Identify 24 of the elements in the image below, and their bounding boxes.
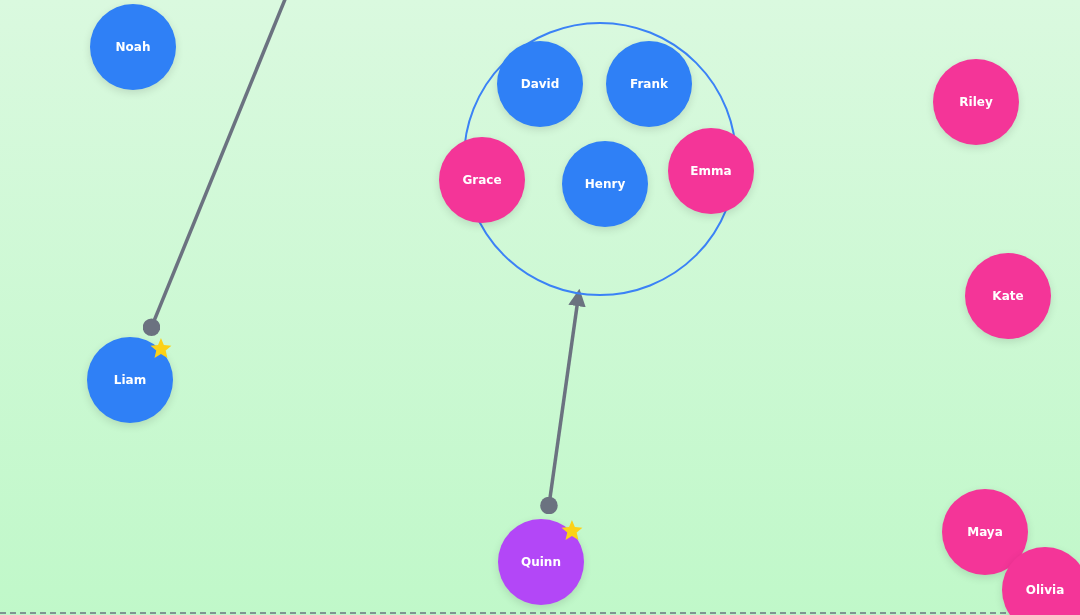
node-label: Noah xyxy=(115,40,151,54)
node-label: Liam xyxy=(113,373,147,387)
node-label: Grace xyxy=(462,173,502,187)
person-circle xyxy=(439,137,525,223)
person-circle xyxy=(965,253,1051,339)
node-label: Maya xyxy=(967,525,1003,539)
node-label: David xyxy=(520,77,560,91)
person-circle xyxy=(933,59,1019,145)
arrow xyxy=(540,288,586,515)
person-circle xyxy=(498,519,584,605)
person-circle xyxy=(497,41,583,127)
person-circle xyxy=(606,41,692,127)
person-circle xyxy=(90,4,176,90)
person-circle xyxy=(87,337,173,423)
person-circle xyxy=(1002,547,1080,615)
person-circle xyxy=(668,128,754,214)
node-label: Emma xyxy=(690,164,732,178)
person-circle xyxy=(562,141,648,227)
node-label: Henry xyxy=(584,177,626,191)
node-label: Frank xyxy=(630,77,668,91)
node-label: Quinn xyxy=(521,555,561,569)
node-label: Riley xyxy=(959,95,993,109)
node-label: Kate xyxy=(992,289,1024,303)
node-label: Olivia xyxy=(1025,583,1065,597)
